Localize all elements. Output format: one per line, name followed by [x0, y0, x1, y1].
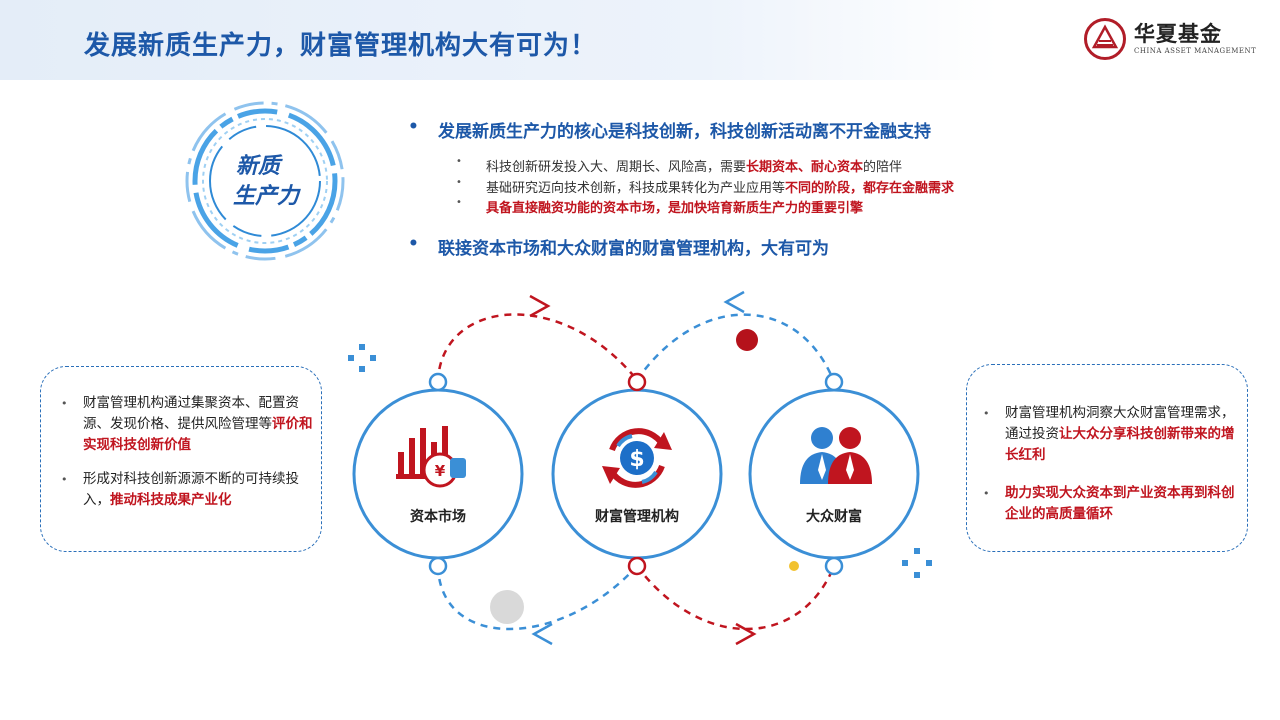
- arc-bottom-right: [636, 565, 836, 631]
- arc-bottom-left: [436, 565, 638, 631]
- page-title: 发展新质生产力，财富管理机构大有可为！: [84, 31, 598, 61]
- bullet-dot: •: [983, 487, 990, 500]
- capital-market-chart-icon: ¥: [396, 426, 466, 488]
- left-item-1-highlight: 评价和实现科技创新价值: [83, 416, 313, 453]
- logo-english-name: CHINA ASSET MANAGEMENT: [1134, 47, 1257, 55]
- bullet-dot: •: [983, 407, 990, 420]
- arrow-right-icon: [735, 622, 757, 646]
- connector-ring: [428, 556, 448, 576]
- svg-text:$: $: [629, 447, 644, 472]
- badge-line-2: 生产力: [233, 184, 301, 209]
- decor-red-dot: [736, 329, 758, 351]
- connector-ring: [627, 556, 647, 576]
- badge-line-1: 新质: [236, 153, 283, 179]
- label-public-wealth: 大众财富: [806, 509, 862, 525]
- arrow-right-icon: [529, 294, 551, 318]
- right-item-1-text: 财富管理机构洞察大众财富管理需求，通过投资: [1005, 405, 1235, 442]
- right-item-2-highlight: 助力实现大众资本到产业资本再到科创企业的高质量循环: [1005, 485, 1235, 522]
- arrow-left-icon: [531, 622, 553, 646]
- left-item-2-text: 形成对科技创新源源不断的可持续投入，: [83, 471, 299, 508]
- right-item-1: • 财富管理机构洞察大众财富管理需求，通过投资让大众分享科技创新带来的增长红利: [983, 403, 1237, 466]
- header-bar: 发展新质生产力，财富管理机构大有可为！ 华夏基金 CHINA ASSET MAN…: [0, 0, 1280, 80]
- left-item-1-text: 财富管理机构通过集聚资本、配置资源、发现价格、提供风险管理等: [83, 395, 299, 432]
- arc-top-right: [635, 313, 836, 383]
- new-productivity-badge: 新质 生产力: [180, 95, 350, 270]
- right-info-box: • 财富管理机构洞察大众财富管理需求，通过投资让大众分享科技创新带来的增长红利 …: [966, 364, 1248, 552]
- left-info-box: • 财富管理机构通过集聚资本、配置资源、发现价格、提供风险管理等评价和实现科技创…: [40, 366, 322, 552]
- logo-chinese-name: 华夏基金: [1134, 22, 1222, 46]
- dollar-exchange-icon: $: [602, 428, 672, 488]
- logo-mark-icon: [1084, 18, 1126, 60]
- decor-gray-dot: [490, 590, 524, 624]
- bullet-dot: •: [61, 473, 68, 486]
- left-item-1: • 财富管理机构通过集聚资本、配置资源、发现价格、提供风险管理等评价和实现科技创…: [61, 393, 313, 456]
- connector-ring: [824, 556, 844, 576]
- right-item-1-highlight: 让大众分享科技创新带来的增长红利: [1005, 426, 1235, 463]
- label-capital-market: 资本市场: [410, 509, 466, 525]
- arrow-left-icon: [723, 290, 745, 314]
- right-item-2: • 助力实现大众资本到产业资本再到科创企业的高质量循环: [983, 483, 1237, 525]
- bullet-dot: •: [61, 397, 68, 410]
- connector-ring: [428, 372, 448, 392]
- arc-top-left: [436, 313, 638, 383]
- sparkle-icon: [348, 344, 376, 372]
- connector-ring: [824, 372, 844, 392]
- left-item-2-highlight: 推动科技成果产业化: [110, 492, 232, 508]
- label-wealth-institution: 财富管理机构: [595, 509, 679, 525]
- svg-text:¥: ¥: [435, 462, 446, 480]
- company-logo: 华夏基金 CHINA ASSET MANAGEMENT: [1084, 16, 1257, 64]
- sparkle-icon: [902, 548, 932, 578]
- people-icon: [800, 427, 872, 484]
- connector-ring: [627, 372, 647, 392]
- decor-yellow-dot: [789, 561, 799, 571]
- left-item-2: • 形成对科技创新源源不断的可持续投入，推动科技成果产业化: [61, 469, 313, 511]
